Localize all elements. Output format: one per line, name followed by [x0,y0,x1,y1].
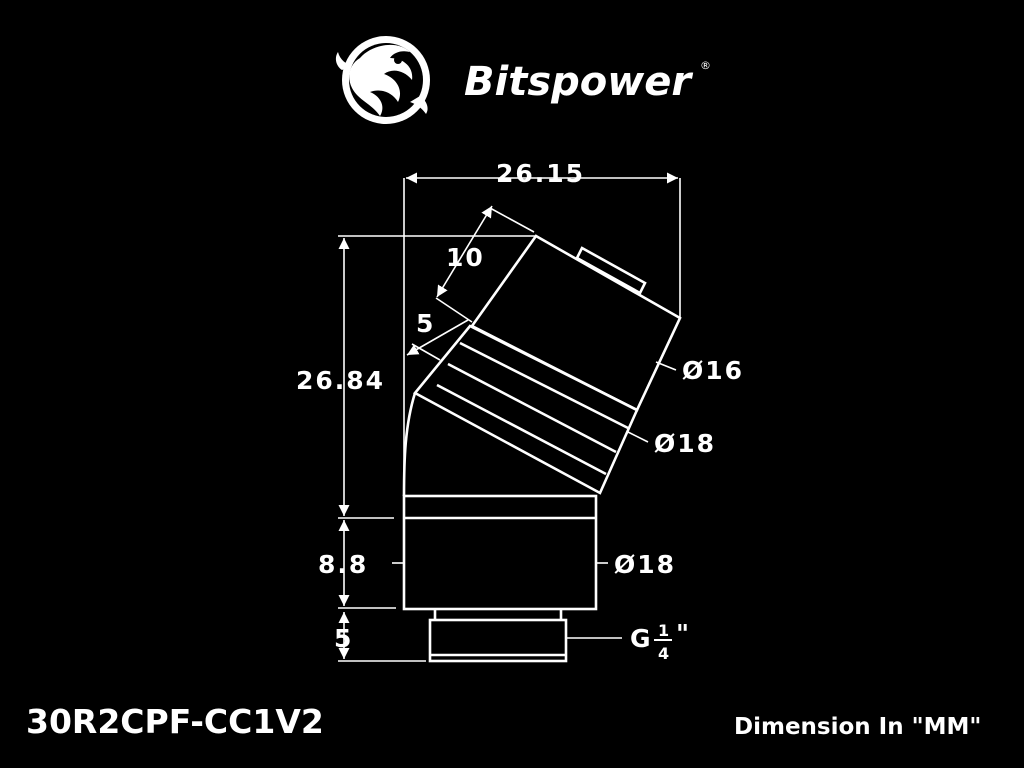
diameter-top-leader [655,361,677,371]
thread-suffix: " [676,619,691,648]
base-cylinder [402,494,598,611]
diameter-top-label: Ø16 [682,356,744,385]
thread-prefix: G [630,624,653,653]
thread-numerator: 1 [658,621,669,640]
brand-logo: Bitspower ® [335,36,711,124]
thread-spec-label: G 1 4 " [630,619,691,663]
base-height-label: 8.8 [318,550,368,579]
diameter-mid-leader [627,431,649,443]
top-nut-section [470,234,682,412]
top-length-ext-1 [489,207,535,233]
dimension-labels: 26.15 26.84 10 5 Ø16 Ø18 Ø18 8.8 5 G 1 4… [296,159,744,663]
top-section-length-label: 10 [446,243,485,272]
collar-ring-line-1 [459,341,629,430]
units-note: Dimension In "MM" [734,714,981,740]
thread-height-label: 5 [334,624,353,653]
ring-length-ext [411,343,441,361]
ring-section-length-label: 5 [416,309,435,338]
collar-ring-line-2 [447,362,617,454]
registered-mark: ® [700,59,711,72]
top-cap-tab [575,246,647,295]
diameter-mid-label: Ø18 [654,429,716,458]
fitting-outline [402,234,682,663]
model-number: 30R2CPF-CC1V2 [26,702,324,741]
ring-length-dimension-line [406,319,469,356]
elbow-curve [402,392,417,497]
brand-name: Bitspower [464,59,693,105]
overall-width-label: 26.15 [496,159,585,188]
top-length-dimension-line [436,205,493,298]
dimension-lines [338,172,681,662]
angled-collar [412,324,639,495]
top-length-ext-2 [435,297,473,323]
collar-ring-line-3 [436,383,607,476]
diameter-base-label: Ø18 [614,550,676,579]
thread-section [428,618,568,663]
thread-denominator: 4 [658,644,669,663]
overall-height-label: 26.84 [296,366,385,395]
dragon-emblem-icon [335,36,430,124]
